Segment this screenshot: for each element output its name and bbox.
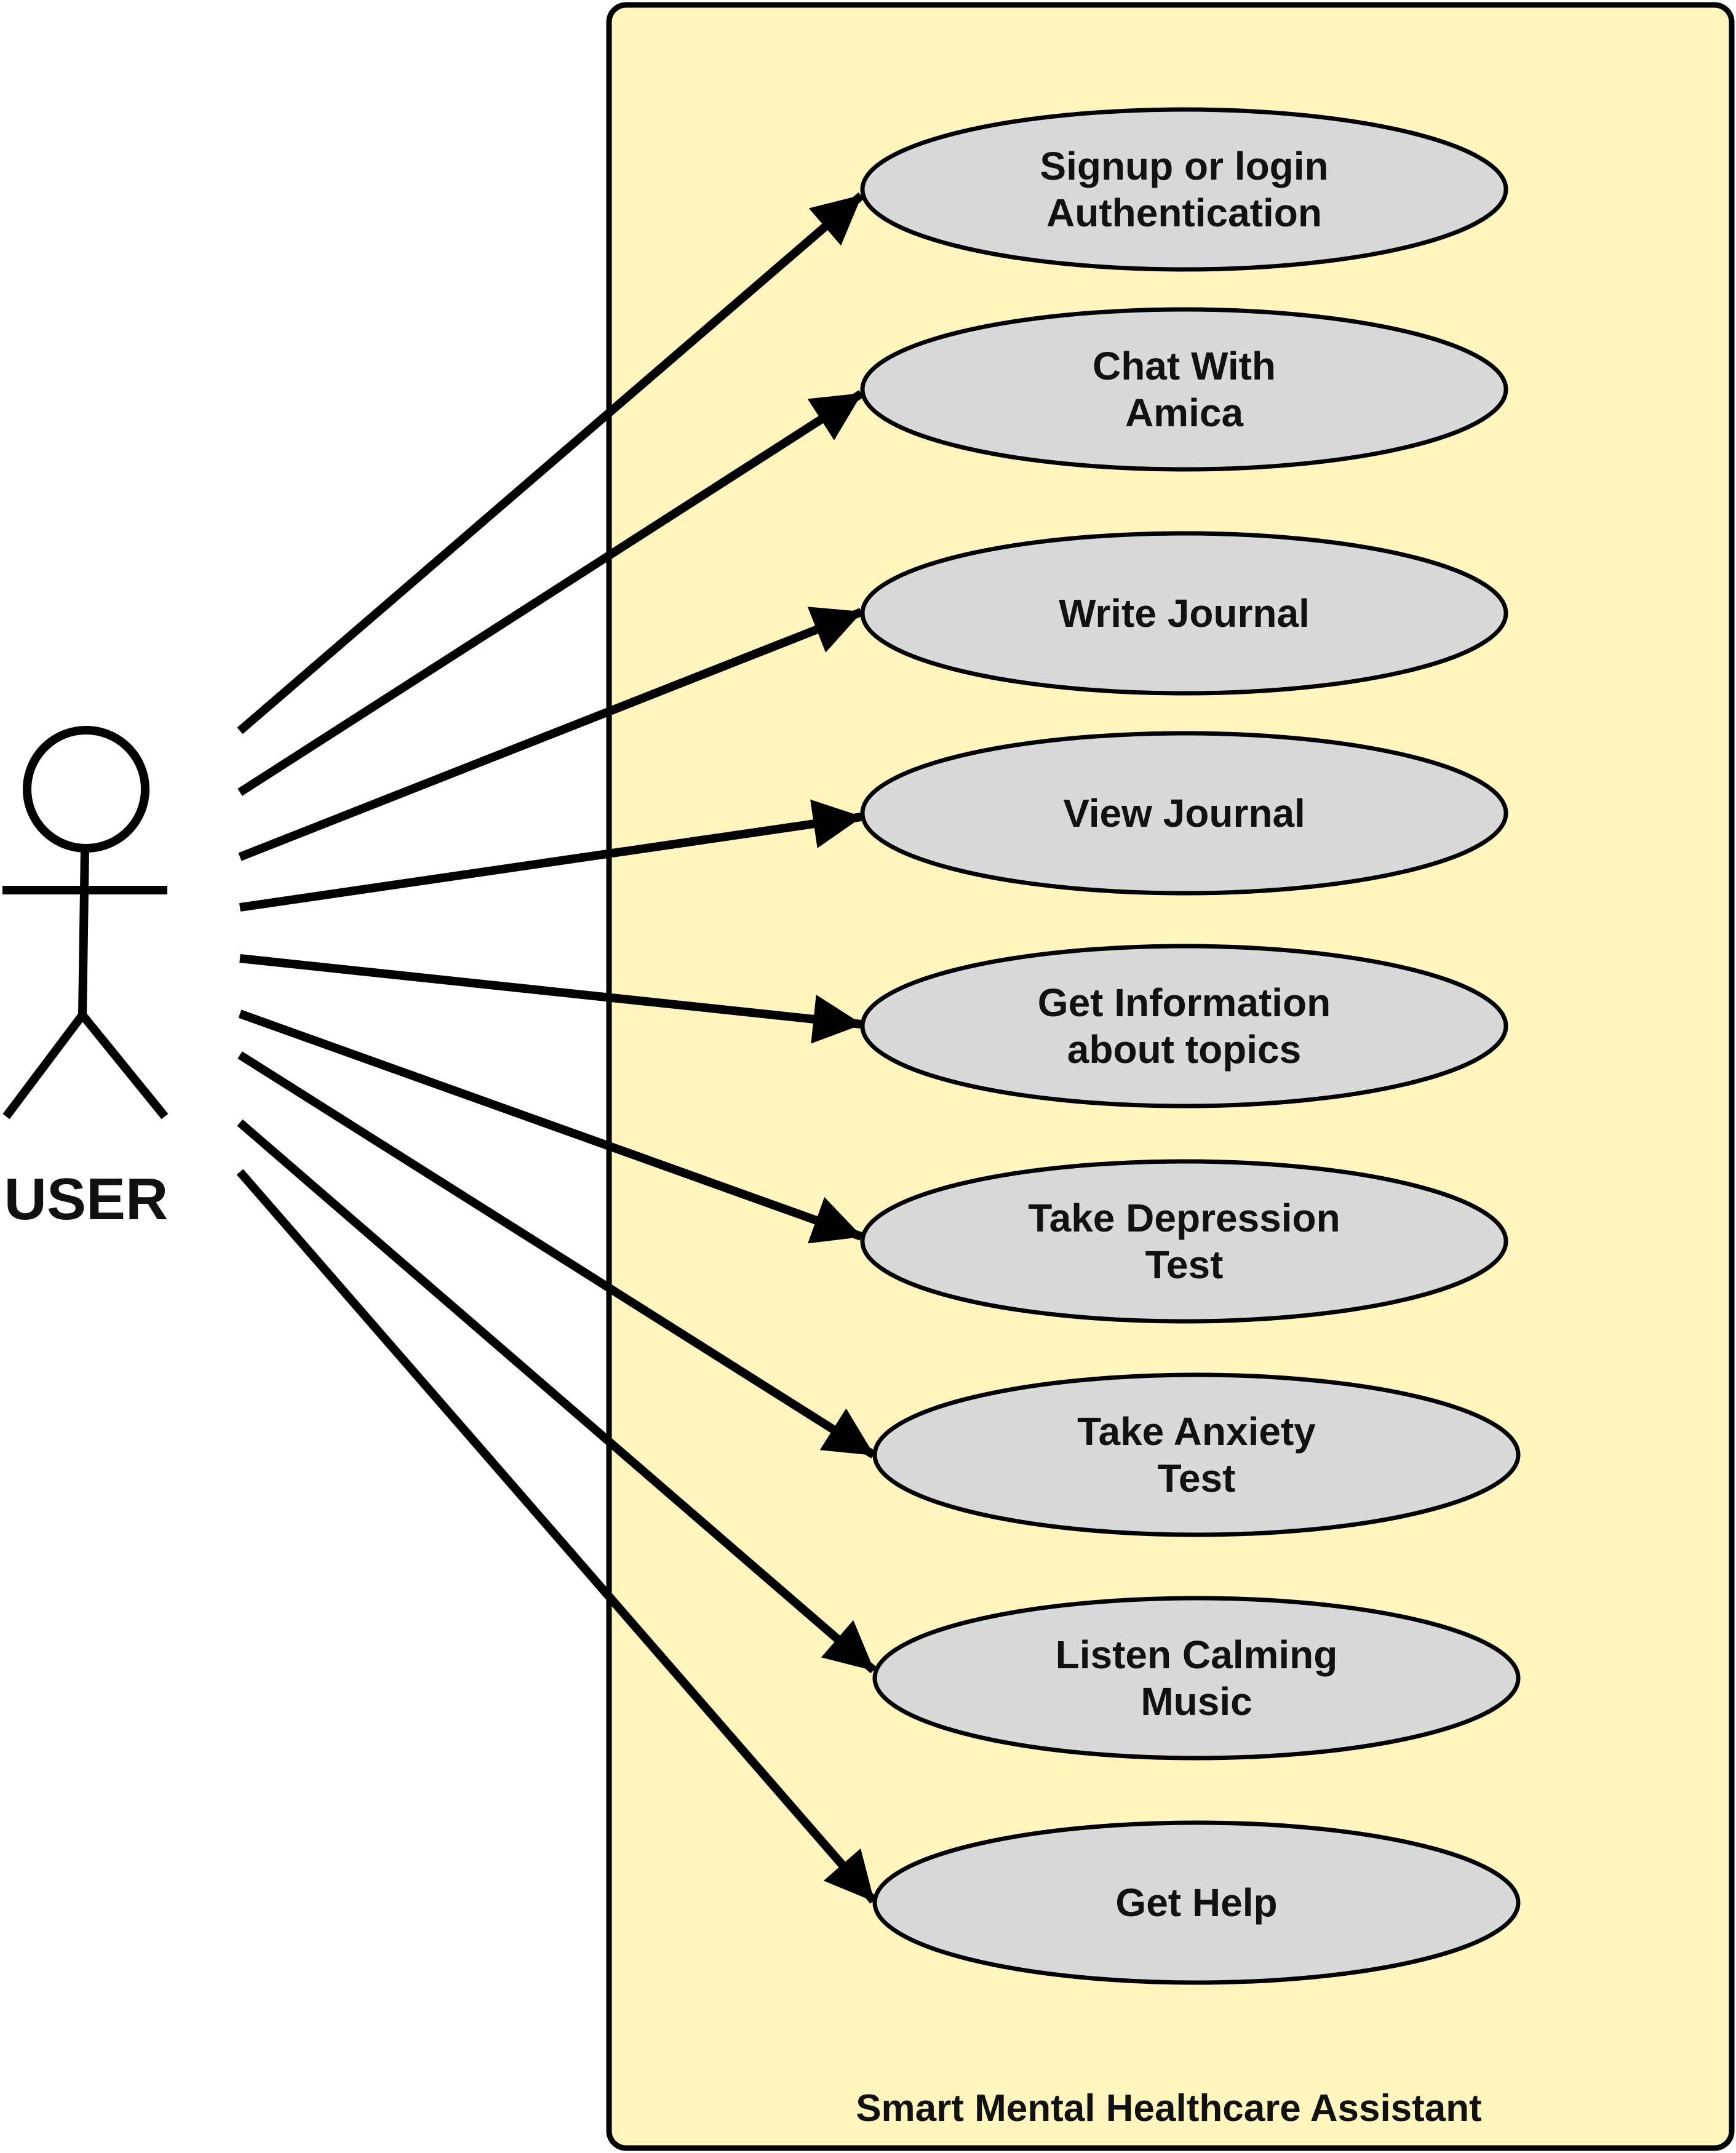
use-case-label: Music	[1141, 1679, 1252, 1724]
use-case-label: View Journal	[1063, 791, 1305, 835]
use-case-view-journal: View Journal	[860, 731, 1508, 896]
use-case-ellipse	[860, 944, 1508, 1108]
association-arrow-get-help	[236, 1169, 877, 1904]
use-case-label: Get Help	[1115, 1880, 1277, 1925]
use-case-label: Listen Calming	[1056, 1633, 1338, 1677]
association-arrows	[236, 192, 877, 1904]
association-arrow-view-journal	[239, 799, 862, 912]
use-case-ellipse	[860, 307, 1508, 472]
use-case-ellipse	[860, 1159, 1508, 1324]
association-arrow-get-info	[239, 954, 862, 1044]
use-case-label: Take Depression	[1028, 1196, 1340, 1240]
use-case-label: Take Anxiety	[1077, 1409, 1316, 1454]
use-case-label: Signup or login	[1040, 144, 1328, 188]
use-case-label: Write Journal	[1059, 591, 1310, 635]
user-actor	[2, 726, 169, 1120]
association-arrow-anxiety-test	[237, 1051, 876, 1459]
use-case-get-help: Get Help	[872, 1820, 1521, 1985]
use-case-label: Chat With	[1093, 344, 1276, 388]
use-case-label: about topics	[1067, 1027, 1301, 1072]
use-case-label: Authentication	[1046, 191, 1322, 235]
association-arrow-depression-test	[238, 1009, 863, 1244]
use-case-write-journal: Write Journal	[860, 531, 1508, 696]
actor-right-leg	[79, 1012, 169, 1120]
use-case-label: Amica	[1125, 391, 1244, 435]
use-case-label: Get Information	[1038, 981, 1331, 1025]
association-arrow-chat	[237, 390, 864, 796]
use-case-ellipse	[872, 1372, 1521, 1537]
association-arrow-calming-music	[237, 1119, 877, 1674]
use-case-ellipse	[872, 1820, 1521, 1985]
association-arrow-signup	[237, 192, 864, 734]
actor-left-leg	[2, 1012, 86, 1120]
actor-body	[78, 848, 89, 1016]
use-case-ellipse	[860, 531, 1508, 696]
use-case-ellipse	[872, 1596, 1521, 1761]
use-case-label: Test	[1158, 1456, 1236, 1500]
use-case-ellipse	[860, 731, 1508, 896]
system-label: Smart Mental Healthcare Assistant	[856, 2087, 1482, 2130]
actor-label: USER	[4, 1166, 169, 1232]
actor-head	[23, 726, 149, 853]
association-arrow-write-journal	[238, 607, 863, 861]
use-case-ellipse	[860, 107, 1508, 272]
use-case-label: Test	[1145, 1243, 1224, 1287]
